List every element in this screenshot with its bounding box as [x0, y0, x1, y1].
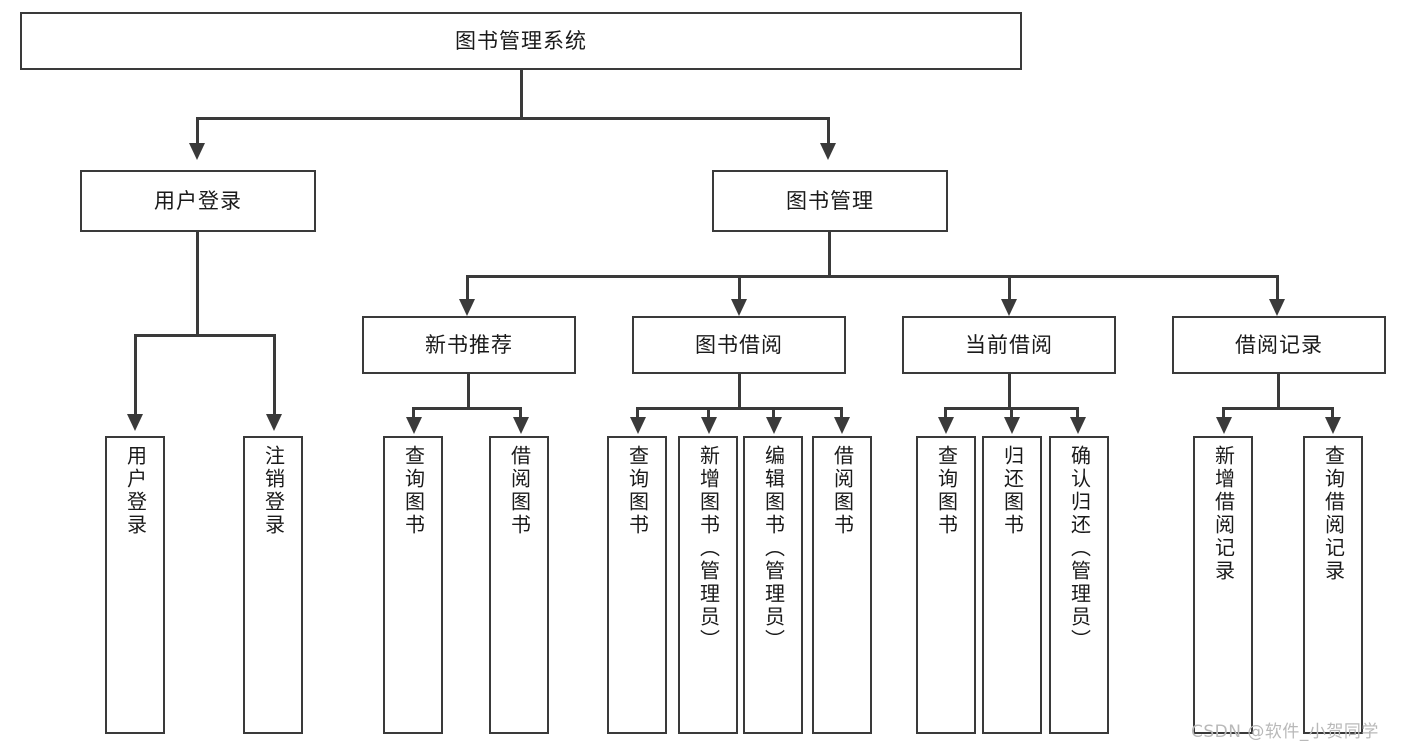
connector-book-borrow-bar	[636, 407, 842, 410]
connector-to-new-book-recommend	[466, 275, 469, 301]
node-user-login[interactable]: 用户登录	[80, 170, 316, 232]
connector-borrow-record-leaf-1	[1222, 407, 1225, 419]
arrow-borrow-record-leaf-1	[1216, 417, 1232, 434]
arrow-current-borrow-leaf-1	[938, 417, 954, 434]
node-new-book-recommend[interactable]: 新书推荐	[362, 316, 576, 374]
leaf-user-login-logout[interactable]: 注销登录	[243, 436, 303, 734]
arrow-user-login-to-leaf-2	[266, 414, 282, 431]
connector-book-borrow-leaf-2	[707, 407, 710, 419]
connector-new-book-recommend-stem	[467, 374, 470, 407]
node-label: 查询图书	[401, 445, 426, 537]
leaf-book-borrow-borrow-book[interactable]: 借阅图书	[812, 436, 872, 734]
leaf-borrow-record-add-record[interactable]: 新增借阅记录	[1193, 436, 1253, 734]
connector-borrow-record-bar	[1222, 407, 1334, 410]
leaf-current-borrow-confirm-return-admin[interactable]: 确认归还（管理员）	[1049, 436, 1109, 734]
connector-book-borrow-leaf-1	[636, 407, 639, 419]
node-label: 借阅图书	[830, 445, 855, 537]
leaf-current-borrow-query-book[interactable]: 查询图书	[916, 436, 976, 734]
arrow-borrow-record-leaf-2	[1325, 417, 1341, 434]
arrow-to-book-borrow	[731, 299, 747, 316]
arrow-to-borrow-record	[1269, 299, 1285, 316]
node-label: 图书管理	[786, 188, 874, 213]
leaf-user-login-login[interactable]: 用户登录	[105, 436, 165, 734]
connector-user-login-to-leaf-1	[134, 334, 137, 416]
node-label: 图书管理系统	[455, 28, 587, 53]
node-borrow-record[interactable]: 借阅记录	[1172, 316, 1386, 374]
connector-book-borrow-leaf-4	[840, 407, 843, 419]
node-book-borrow[interactable]: 图书借阅	[632, 316, 846, 374]
node-label: 新增图书（管理员）	[696, 445, 721, 652]
node-book-management[interactable]: 图书管理	[712, 170, 948, 232]
arrow-to-new-book-recommend	[459, 299, 475, 316]
connector-root-bar	[196, 117, 830, 120]
connector-new-book-recommend-leaf-2	[519, 407, 522, 419]
arrow-book-borrow-leaf-2	[701, 417, 717, 434]
connector-to-book-borrow	[738, 275, 741, 301]
connector-new-book-recommend-leaf-1	[412, 407, 415, 419]
node-label: 注销登录	[261, 445, 286, 537]
arrow-book-borrow-leaf-1	[630, 417, 646, 434]
arrow-current-borrow-leaf-2	[1004, 417, 1020, 434]
connector-borrow-record-leaf-2	[1331, 407, 1334, 419]
connector-book-borrow-stem	[738, 374, 741, 407]
leaf-borrow-record-query-record[interactable]: 查询借阅记录	[1303, 436, 1363, 734]
node-label: 用户登录	[123, 445, 148, 537]
connector-user-login-stem	[196, 232, 199, 334]
connector-book-management-stem	[828, 232, 831, 275]
connector-root-to-user-login	[196, 117, 199, 145]
arrow-user-login-to-leaf-1	[127, 414, 143, 431]
connector-borrow-record-stem	[1277, 374, 1280, 407]
arrow-current-borrow-leaf-3	[1070, 417, 1086, 434]
node-label: 图书借阅	[695, 332, 783, 357]
connector-user-login-bar	[134, 334, 276, 337]
node-label: 借阅记录	[1235, 332, 1323, 357]
node-label: 确认归还（管理员）	[1067, 445, 1092, 652]
connector-level2-bar	[466, 275, 1278, 278]
connector-to-borrow-record	[1276, 275, 1279, 301]
connector-current-borrow-leaf-2	[1010, 407, 1013, 419]
arrow-book-borrow-leaf-3	[766, 417, 782, 434]
node-label: 查询图书	[625, 445, 650, 537]
node-label: 新增借阅记录	[1211, 445, 1236, 583]
csdn-watermark: CSDN @软件_小贺同学	[1191, 722, 1379, 742]
leaf-current-borrow-return-book[interactable]: 归还图书	[982, 436, 1042, 734]
node-label: 编辑图书（管理员）	[761, 445, 786, 652]
connector-root-to-book-management	[827, 117, 830, 145]
connector-current-borrow-stem	[1008, 374, 1011, 407]
node-root-book-management-system[interactable]: 图书管理系统	[20, 12, 1022, 70]
connector-to-current-borrow	[1008, 275, 1011, 301]
node-label: 借阅图书	[507, 445, 532, 537]
arrow-to-current-borrow	[1001, 299, 1017, 316]
connector-current-borrow-leaf-1	[944, 407, 947, 419]
leaf-book-borrow-edit-book-admin[interactable]: 编辑图书（管理员）	[743, 436, 803, 734]
connector-user-login-to-leaf-2	[273, 334, 276, 416]
node-label: 当前借阅	[965, 332, 1053, 357]
connector-current-borrow-leaf-3	[1076, 407, 1079, 419]
node-current-borrow[interactable]: 当前借阅	[902, 316, 1116, 374]
arrow-book-borrow-leaf-4	[834, 417, 850, 434]
arrow-root-to-user-login	[189, 143, 205, 160]
connector-book-borrow-leaf-3	[772, 407, 775, 419]
node-label: 用户登录	[154, 188, 242, 213]
arrow-new-book-recommend-leaf-2	[513, 417, 529, 434]
arrow-root-to-book-management	[820, 143, 836, 160]
leaf-book-borrow-add-book-admin[interactable]: 新增图书（管理员）	[678, 436, 738, 734]
connector-root-stem	[520, 70, 523, 117]
arrow-new-book-recommend-leaf-1	[406, 417, 422, 434]
node-label: 新书推荐	[425, 332, 513, 357]
node-label: 查询借阅记录	[1321, 445, 1346, 583]
node-label: 归还图书	[1000, 445, 1025, 537]
leaf-new-book-recommend-query-book[interactable]: 查询图书	[383, 436, 443, 734]
leaf-book-borrow-query-book[interactable]: 查询图书	[607, 436, 667, 734]
leaf-new-book-recommend-borrow-book[interactable]: 借阅图书	[489, 436, 549, 734]
node-label: 查询图书	[934, 445, 959, 537]
connector-new-book-recommend-bar	[412, 407, 522, 410]
